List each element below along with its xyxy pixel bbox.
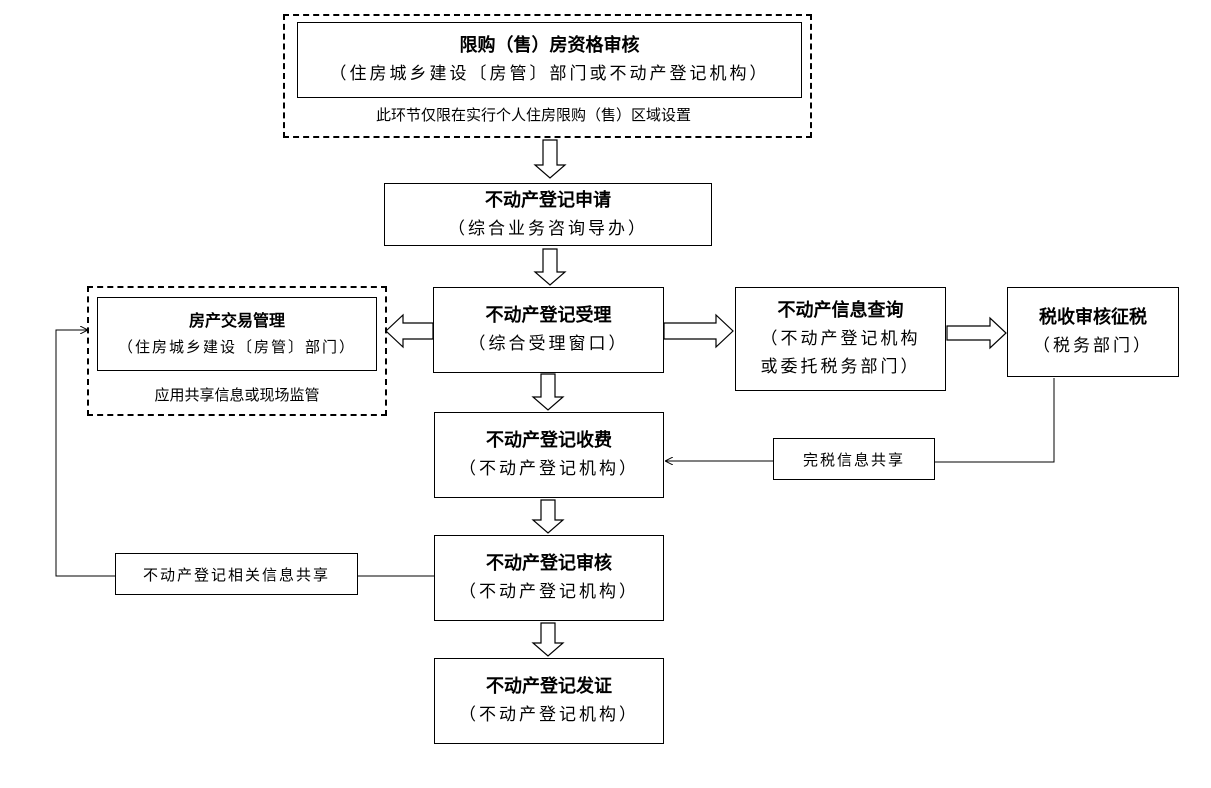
apply-sub: （综合业务咨询导办） — [448, 218, 648, 239]
query-title: 不动产信息查询 — [777, 300, 904, 321]
housing-dashed-group — [87, 286, 387, 416]
review-title: 不动产登记审核 — [486, 553, 612, 574]
restriction-note: 此环节仅限在实行个人住房限购（售）区域设置 — [376, 106, 692, 124]
down-arrow-2 — [533, 248, 567, 286]
restriction-box: 限购（售）房资格审核 （住房城乡建设〔房管〕部门或不动产登记机构） — [297, 22, 802, 98]
fee-sub: （不动产登记机构） — [459, 459, 639, 479]
apply-title: 不动产登记申请 — [485, 189, 611, 211]
housing-note: 应用共享信息或现场监管 — [154, 386, 320, 404]
apply-box: 不动产登记申请 （综合业务咨询导办） — [384, 183, 712, 246]
restriction-title: 限购（售）房资格审核 — [459, 35, 640, 56]
issue-title: 不动产登记发证 — [486, 676, 612, 697]
tax-title: 税收审核征税 — [1039, 307, 1147, 328]
down-arrow-4 — [531, 499, 565, 534]
housing-box: 房产交易管理 （住房城乡建设〔房管〕部门） — [97, 297, 377, 371]
issue-sub: （不动产登记机构） — [459, 705, 639, 725]
accept-box: 不动产登记受理 （综合受理窗口） — [433, 287, 664, 373]
tax-box: 税收审核征税 （税务部门） — [1007, 287, 1179, 377]
right-arrow-query — [663, 313, 734, 349]
fee-title: 不动产登记收费 — [486, 430, 612, 451]
query-sub-line1: （不动产登记机构 — [760, 329, 921, 349]
down-arrow-1 — [533, 139, 567, 179]
query-box: 不动产信息查询 （不动产登记机构 或委托税务部门） — [735, 287, 946, 391]
tax-share-label: 完税信息共享 — [773, 438, 935, 480]
down-arrow-3 — [531, 373, 565, 411]
left-arrow-housing — [385, 313, 434, 349]
down-arrow-5 — [531, 622, 565, 657]
fee-box: 不动产登记收费 （不动产登记机构） — [434, 412, 664, 498]
query-sub-line2: 或委托税务部门） — [760, 357, 921, 377]
restriction-sub: （住房城乡建设〔房管〕部门或不动产登记机构） — [329, 64, 770, 84]
tax-feedback-line — [935, 378, 1055, 463]
registry-share-line — [55, 330, 434, 577]
tax-sub: （税务部门） — [1033, 336, 1153, 356]
housing-sub: （住房城乡建设〔房管〕部门） — [117, 338, 356, 356]
accept-sub: （综合受理窗口） — [468, 334, 629, 354]
review-box: 不动产登记审核 （不动产登记机构） — [434, 535, 664, 621]
issue-box: 不动产登记发证 （不动产登记机构） — [434, 658, 664, 744]
restriction-dashed-group — [283, 14, 812, 138]
accept-title: 不动产登记受理 — [485, 305, 612, 326]
review-sub: （不动产登记机构） — [459, 582, 639, 602]
housing-title: 房产交易管理 — [188, 311, 285, 330]
registry-share-label: 不动产登记相关信息共享 — [115, 553, 358, 595]
right-arrow-tax — [946, 316, 1007, 350]
